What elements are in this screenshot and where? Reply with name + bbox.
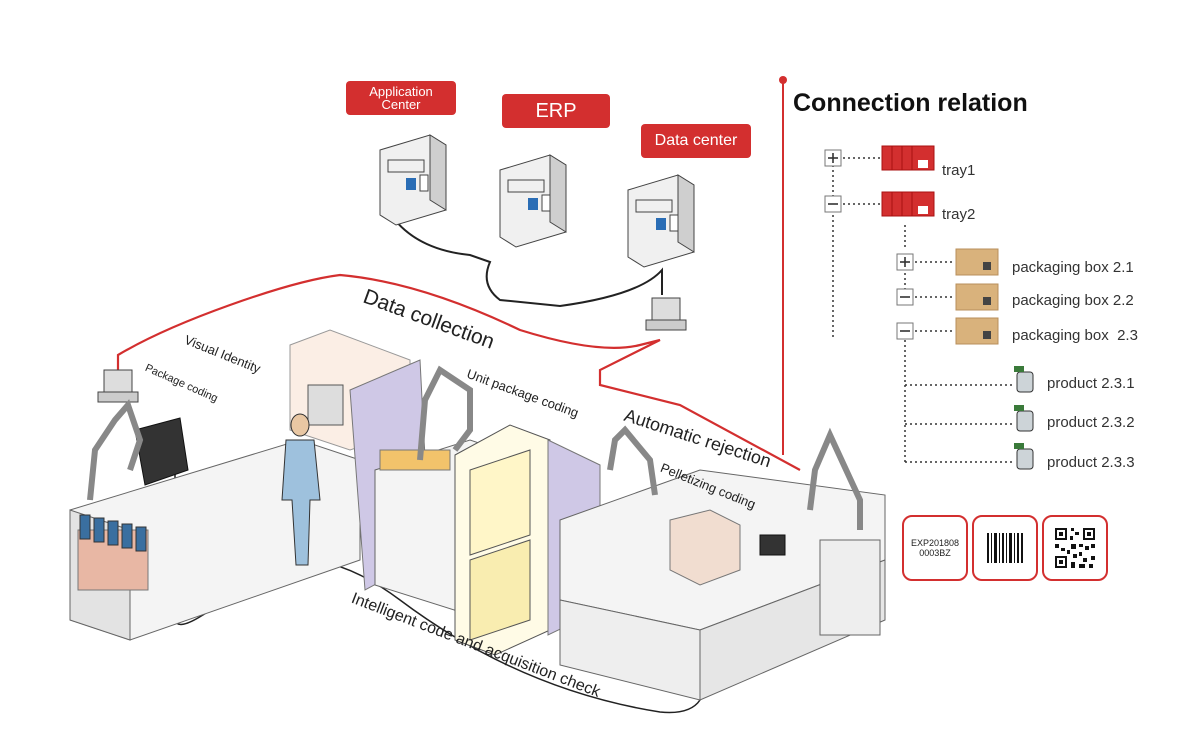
qr-code-icon [1055,528,1095,568]
connection-relation-title: Connection relation [793,89,1028,117]
barcode-tile [972,515,1038,581]
box-2-2-label: packaging box 2.2 [1012,292,1134,309]
erp-label: ERP [502,94,610,128]
data-center-text: Data center [654,132,738,149]
data-center-label: Data center [641,124,751,158]
tray1-label: tray1 [942,162,976,179]
box-2-3-label: packaging box 2.3 [1012,327,1138,344]
erp-text: ERP [535,99,577,122]
qr-code-tile [1042,515,1108,581]
application-center-label: Application Center [346,81,456,115]
product-2-3-3-label: product 2.3.3 [1047,454,1135,471]
product-2-3-2-label: product 2.3.2 [1047,414,1135,431]
application-center-text: Application Center [369,84,433,112]
tray2-label: tray2 [942,206,976,223]
text-code-value: EXP201808 0003BZ [910,538,960,558]
barcode-icon [987,533,1023,563]
product-2-3-1-label: product 2.3.1 [1047,375,1135,392]
text-code-tile: EXP201808 0003BZ [902,515,968,581]
box-2-1-label: packaging box 2.1 [1012,259,1134,276]
